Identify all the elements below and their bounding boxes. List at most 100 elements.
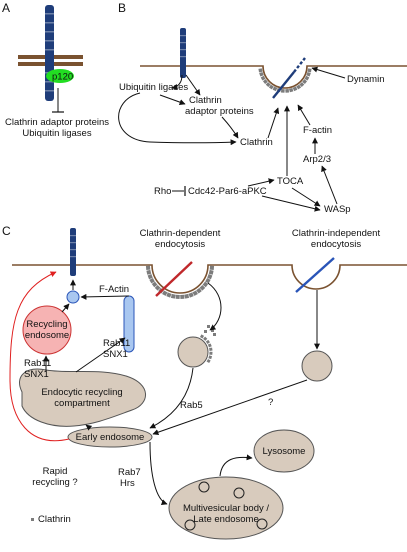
- clathrin-square: [306, 72, 311, 77]
- clathrin-square: [206, 358, 211, 364]
- question-label: ?: [268, 397, 273, 408]
- panel-a-clathrin-adaptor-label: Clathrin adaptor proteins: [5, 117, 109, 128]
- erc-label-2: compartment: [54, 398, 110, 409]
- panel-b-arp-label: Arp2/3: [303, 154, 331, 165]
- panel-a-letter: A: [2, 1, 10, 15]
- panel-b-toca-label: TOCA: [277, 176, 304, 187]
- clathrin-square: [146, 269, 152, 275]
- clathrin-square: [192, 290, 198, 296]
- p120-label: p120: [52, 72, 73, 83]
- clathrin-square: [280, 88, 285, 93]
- panel-b-adaptor-label-2: adaptor proteins: [185, 106, 254, 117]
- clathrin-square: [162, 290, 168, 296]
- panel-a-ubiquitin-label: Ubiquitin ligases: [22, 128, 91, 139]
- clathrin-square: [289, 88, 294, 93]
- clathrin-independent-title-1: Clathrin-independent: [292, 228, 381, 239]
- clathrin-square: [209, 347, 213, 352]
- clathrin-square: [147, 274, 153, 280]
- clathrin-square: [154, 284, 161, 291]
- panel-b-receptor: [180, 28, 186, 78]
- clathrin-square: [199, 284, 206, 291]
- rapid-recycling-label-1: Rapid: [43, 466, 68, 477]
- rab5-label: Rab5: [180, 400, 203, 411]
- panel-a-receptor: [45, 5, 54, 101]
- recycling-endosome-label-2: endosome: [25, 330, 69, 341]
- free-clathrin-bits: [204, 325, 216, 336]
- early-endosome: [67, 426, 153, 448]
- clathrin-square: [202, 281, 209, 288]
- panel-b-arrows: [118, 66, 346, 212]
- clathrin-square: [292, 86, 298, 92]
- clathrin-square: [205, 277, 211, 284]
- intraluminal-vesicles: [184, 481, 268, 531]
- clathrin-square: [285, 88, 290, 93]
- panel-c-letter: C: [2, 224, 11, 238]
- p120-oval: [46, 69, 74, 83]
- clathrin-square: [188, 292, 194, 298]
- panel-b-rho-label: Rho: [154, 186, 171, 197]
- clathrin-square: [196, 287, 202, 294]
- panel-c-receptor: [70, 228, 76, 276]
- panel-b-cargo: [272, 71, 295, 99]
- clathrin-square: [258, 68, 263, 73]
- recycling-endosome: [22, 305, 72, 355]
- early-endosome-label: Early endosome: [76, 432, 145, 443]
- panel-b-cargo-dashed: [293, 57, 306, 73]
- panel-b-clathrin-label: Clathrin: [240, 137, 273, 148]
- uncoating-vesicle: [177, 336, 209, 368]
- panel-c-membrane: [12, 264, 407, 294]
- clathrin-square: [207, 274, 213, 280]
- clathrin-square: [180, 294, 185, 300]
- multivesicular-body: [168, 476, 284, 540]
- clathrin-square: [259, 72, 264, 77]
- f-actin-c-label: F-Actin: [99, 284, 129, 295]
- clathrin-square: [260, 75, 266, 81]
- clathrin-square: [299, 82, 305, 88]
- clathrin-square: [208, 355, 213, 360]
- clathrin-square: [207, 343, 212, 348]
- clathrin-square: [307, 68, 312, 73]
- clathrin-independent-title-2: endocytosis: [311, 239, 361, 250]
- clathrin-square: [199, 334, 205, 339]
- clathrin-dependent-title-2: endocytosis: [155, 239, 205, 250]
- mvb-label-1: Multivesicular body /: [183, 503, 269, 514]
- legend-clathrin-label: Clathrin: [38, 514, 71, 525]
- lysosome-label: Lysosome: [263, 446, 306, 457]
- clathrin-square: [151, 281, 158, 288]
- panel-b-letter: B: [118, 1, 126, 15]
- uncoating-clathrin: [199, 334, 213, 364]
- clathrin-square: [296, 84, 302, 90]
- rab11-snx1-left-2: SNX1: [24, 369, 49, 380]
- clathrin-dependent-cargo: [155, 261, 193, 297]
- recycling-endosome-label-1: Recycling: [26, 319, 67, 330]
- erc-label-1: Endocytic recycling: [41, 387, 122, 398]
- clathrin-square: [175, 294, 180, 300]
- panel-c-clathrin-coat: [145, 265, 215, 300]
- rapid-recycling-arrow: [9, 271, 70, 442]
- clathrin-square: [262, 79, 268, 85]
- hrs-label: Hrs: [120, 478, 135, 489]
- panel-b-wasp-label: WASp: [324, 204, 351, 215]
- small-recycling-vesicle: [66, 290, 80, 304]
- panel-b-adaptor-label-1: Clathrin: [189, 95, 222, 106]
- clathrin-independent-vesicle: [301, 350, 333, 382]
- clathrin-square: [145, 265, 151, 270]
- clathrin-square: [166, 292, 172, 298]
- lysosome: [253, 429, 315, 473]
- rab11-snx1-mid-2: SNX1: [103, 349, 128, 360]
- clathrin-square: [149, 277, 155, 284]
- panel-b-dynamin-label: Dynamin: [347, 74, 385, 85]
- rapid-recycling-label-2: recycling ?: [32, 477, 77, 488]
- panel-b-factin-label: F-actin: [303, 125, 332, 136]
- clathrin-square: [265, 82, 271, 88]
- clathrin-dependent-title-1: Clathrin-dependent: [140, 228, 221, 239]
- clathrin-square: [205, 339, 210, 344]
- panel-b-clathrin-coat: [258, 68, 312, 93]
- clathrin-square: [170, 293, 176, 299]
- rab7-label: Rab7: [118, 467, 141, 478]
- rab11-snx1-left-1: Rab11: [24, 358, 51, 369]
- clathrin-square: [208, 269, 214, 275]
- clathrin-square: [268, 84, 274, 90]
